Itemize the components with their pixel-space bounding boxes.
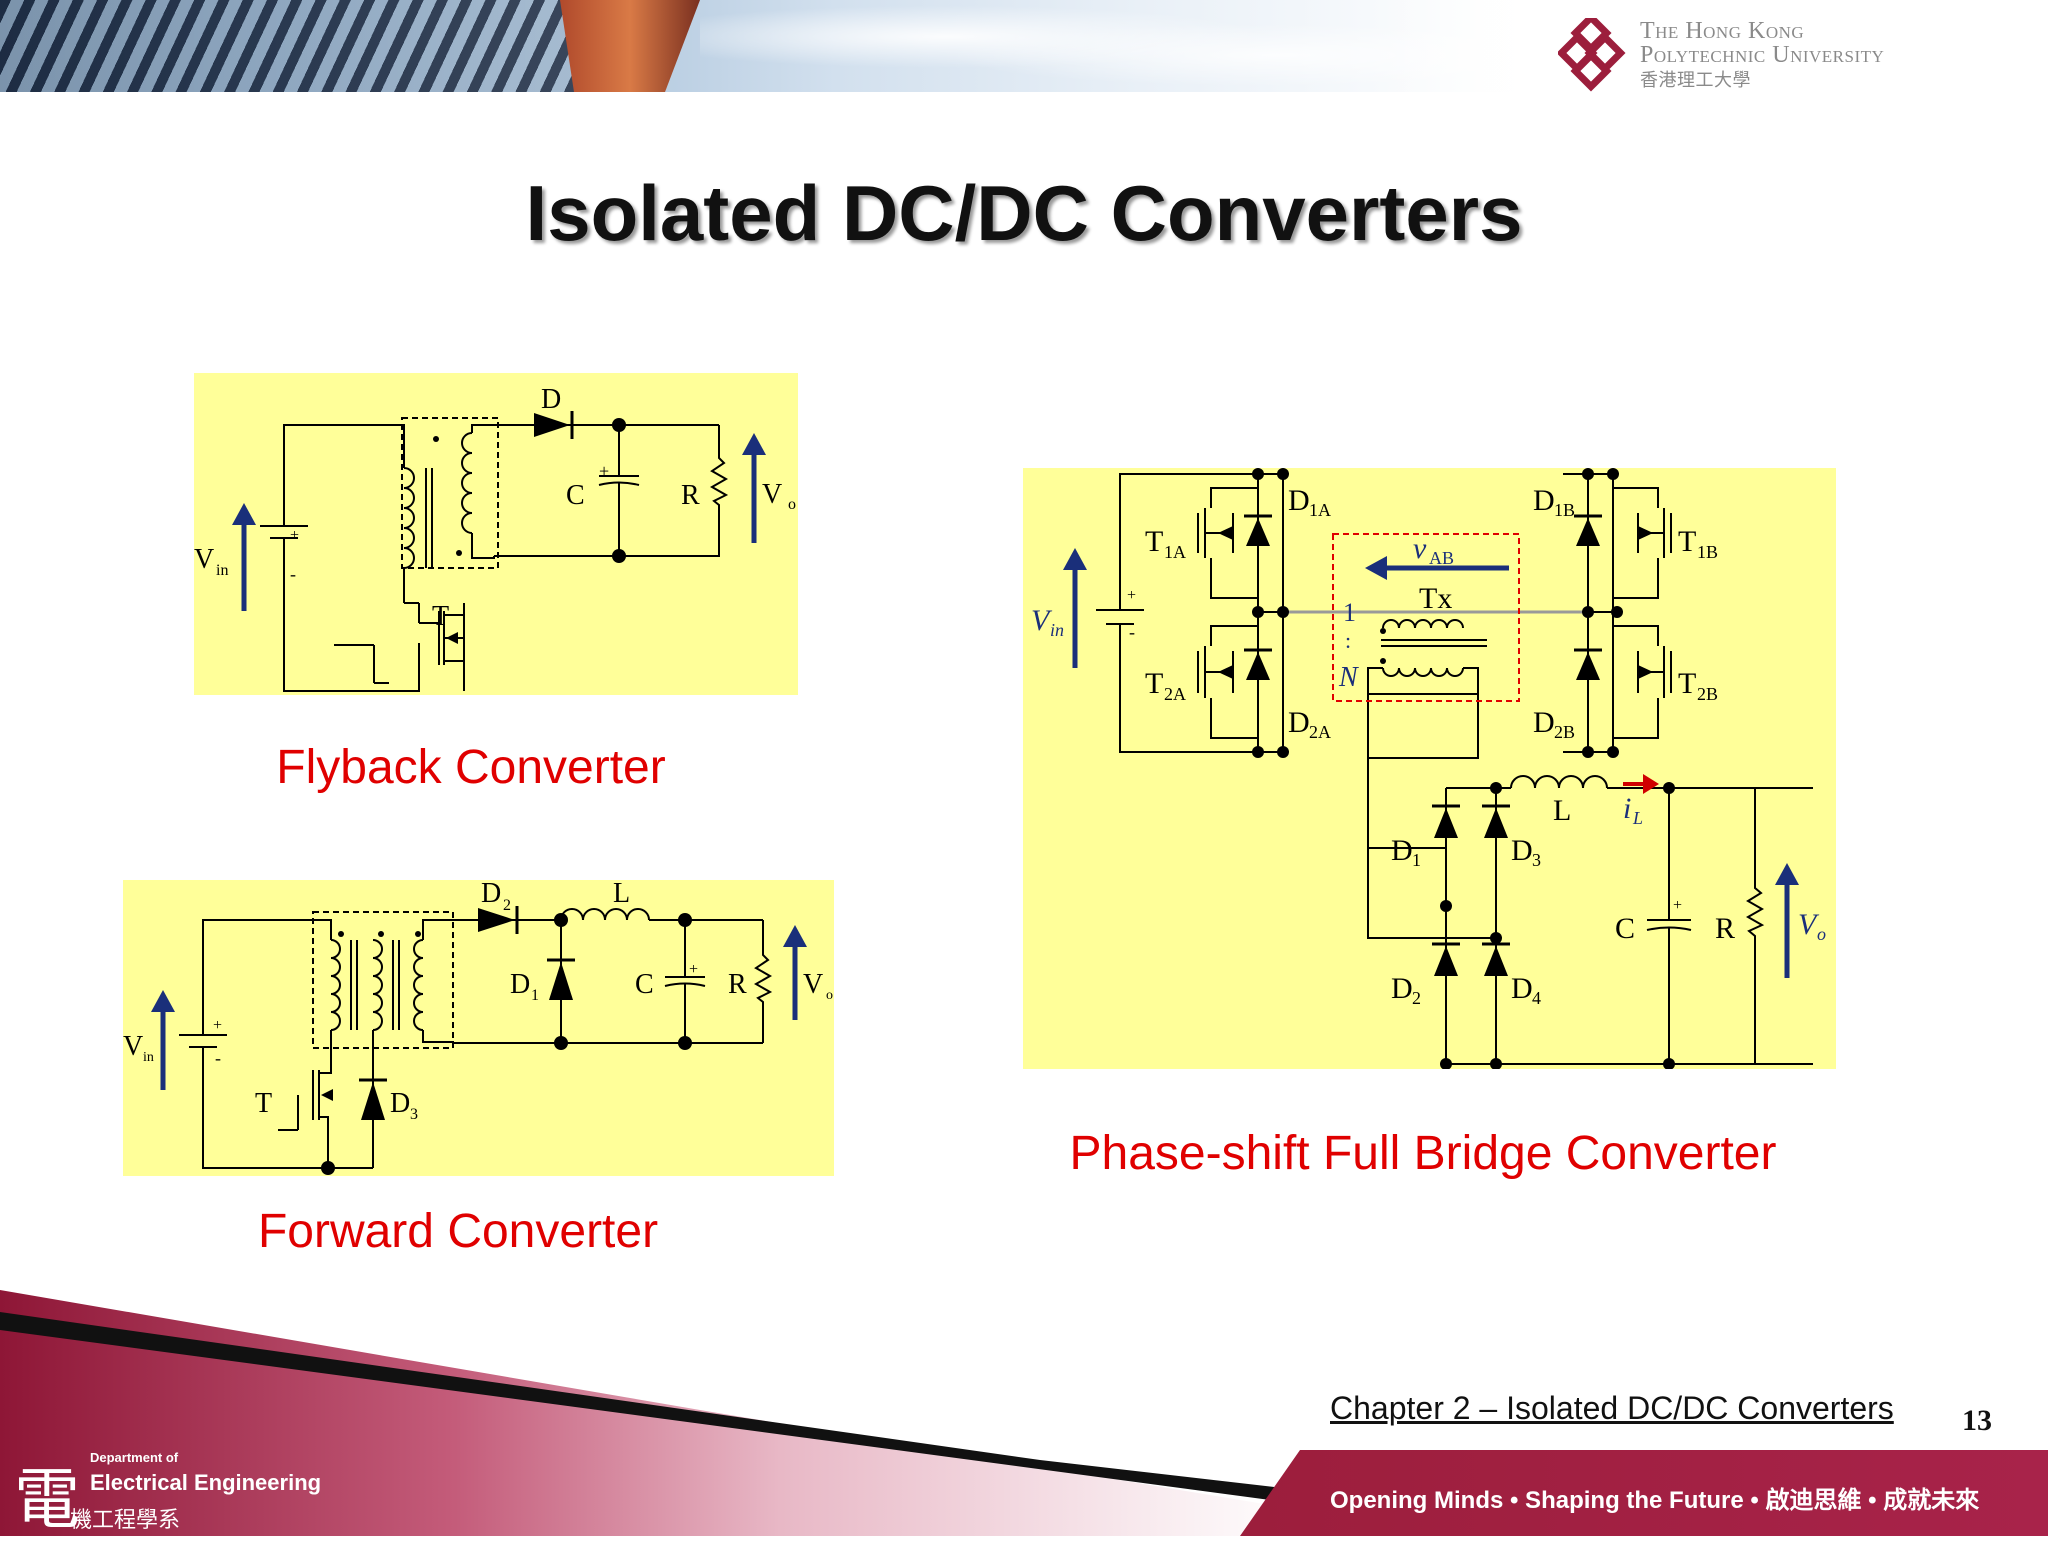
psfb-label-d2-sub: 2 <box>1412 988 1421 1008</box>
university-name-chinese: 香港理工大學 <box>1640 70 1751 90</box>
psfb-circuit-diagram: D 1A D 1B T 1A T 1B T 2A T 2B D 2A D 2B … <box>1023 468 1836 1069</box>
header-fade <box>1380 0 2048 92</box>
forward-label-d1-sub: 1 <box>531 987 539 1004</box>
forward-label-l: L <box>613 880 630 909</box>
forward-label-c: C <box>635 969 654 1000</box>
psfb-label-vab-sub: AB <box>1429 548 1454 568</box>
psfb-label-c: C <box>1615 912 1635 945</box>
psfb-label-il-sub: L <box>1632 808 1643 828</box>
psfb-label-d3-sub: 3 <box>1532 850 1541 870</box>
psfb-label-vin-sub: in <box>1050 620 1064 640</box>
forward-label-d2: D <box>481 880 501 909</box>
forward-label-vo-sub: o <box>826 988 833 1003</box>
department-label-small: Department of <box>90 1450 179 1465</box>
forward-label-d2-sub: 2 <box>503 897 511 914</box>
flyback-label-plus: + <box>599 461 609 481</box>
forward-label-d1: D <box>510 969 530 1000</box>
psfb-label-t2a: T <box>1145 667 1163 700</box>
psfb-label-t1a: T <box>1145 525 1163 558</box>
forward-label-vin: V <box>123 1031 143 1062</box>
forward-label-t: T <box>255 1088 272 1119</box>
psfb-label-d4: D <box>1511 972 1533 1005</box>
psfb-label-battery-plus: + <box>1127 587 1136 604</box>
psfb-label-t2a-sub: 2A <box>1164 684 1186 704</box>
flyback-label-vin-sub: in <box>216 562 228 579</box>
psfb-label-r: R <box>1715 912 1735 945</box>
psfb-label-ratio-1: 1 <box>1343 598 1356 627</box>
psfb-label-vin: V <box>1031 604 1053 637</box>
psfb-label-d4-sub: 4 <box>1532 988 1541 1008</box>
forward-label-d3-sub: 3 <box>410 1106 418 1123</box>
flyback-label-c: C <box>566 480 585 511</box>
psfb-caption: Phase-shift Full Bridge Converter <box>1069 1127 1777 1180</box>
psfb-label-d1a: D <box>1288 484 1310 517</box>
forward-label-r: R <box>728 969 747 1000</box>
flyback-label-d: D <box>541 384 561 415</box>
psfb-label-tx: Tx <box>1419 582 1452 615</box>
psfb-label-l: L <box>1553 794 1571 827</box>
building-facade-image <box>560 0 700 92</box>
psfb-label-d1b-sub: 1B <box>1554 500 1575 520</box>
flyback-label-t: T <box>432 601 449 632</box>
psfb-label-d2: D <box>1391 972 1413 1005</box>
flyback-label-battery-minus: - <box>290 564 296 584</box>
forward-label-vin-sub: in <box>143 1050 154 1065</box>
psfb-label-d3: D <box>1511 834 1533 867</box>
forward-label-battery-minus: - <box>215 1048 221 1068</box>
psfb-label-ratio-n: N <box>1338 662 1359 693</box>
psfb-label-d1: D <box>1391 834 1413 867</box>
psfb-label-d1-sub: 1 <box>1412 850 1421 870</box>
university-name-line2: Polytechnic University <box>1640 42 1885 68</box>
flyback-caption: Flyback Converter <box>276 741 666 794</box>
psfb-label-t2b-sub: 2B <box>1697 684 1718 704</box>
flyback-label-battery-plus: + <box>290 527 299 544</box>
department-name-chinese: 機工程學系 <box>70 1507 181 1532</box>
university-name-line1: The Hong Kong <box>1640 18 1805 44</box>
psfb-label-t1b: T <box>1678 525 1696 558</box>
chapter-link[interactable]: Chapter 2 – Isolated DC/DC Converters <box>1330 1390 1894 1426</box>
footer-decoration <box>0 1290 2048 1536</box>
psfb-label-plus: + <box>1673 897 1682 914</box>
psfb-label-vo-sub: o <box>1817 924 1826 944</box>
psfb-label-d2a-sub: 2A <box>1309 722 1331 742</box>
forward-label-battery-plus: + <box>213 1017 222 1034</box>
psfb-label-vo: V <box>1798 908 1820 941</box>
flyback-label-vo-sub: o <box>788 496 796 513</box>
forward-caption: Forward Converter <box>257 1205 659 1258</box>
psfb-label-d2b-sub: 2B <box>1554 722 1575 742</box>
header-banner <box>0 0 1520 92</box>
department-logo-icon: 電 <box>14 1461 80 1538</box>
forward-label-d3: D <box>390 1088 410 1119</box>
slide-title: Isolated DC/DC Converters <box>525 169 1523 257</box>
forward-label-plus: + <box>689 961 698 978</box>
department-name: Electrical Engineering <box>90 1470 322 1495</box>
psfb-label-vab: v <box>1413 532 1427 565</box>
flyback-label-r: R <box>681 480 700 511</box>
psfb-label-d1b: D <box>1533 484 1555 517</box>
flyback-circuit-diagram: D C + R V o V in + - T <box>194 373 798 695</box>
psfb-label-d2a: D <box>1288 706 1310 739</box>
forward-circuit-diagram: D 2 L D 1 C + R V o V in + - T D 3 <box>123 880 834 1176</box>
psfb-label-t1a-sub: 1A <box>1164 542 1186 562</box>
forward-label-vo: V <box>803 969 823 1000</box>
psfb-label-d2b: D <box>1533 706 1555 739</box>
polyu-logo-icon <box>1558 18 1626 92</box>
psfb-label-t2b: T <box>1678 667 1696 700</box>
psfb-label-t1b-sub: 1B <box>1697 542 1718 562</box>
page-number: 13 <box>1962 1404 1992 1437</box>
flyback-label-vin: V <box>194 544 214 575</box>
psfb-label-il: i <box>1623 792 1631 825</box>
psfb-label-battery-minus: - <box>1129 622 1135 642</box>
footer-motto: Opening Minds • Shaping the Future • 啟迪思… <box>1330 1487 1980 1514</box>
psfb-label-ratio-colon: : <box>1345 628 1351 653</box>
flyback-label-vo: V <box>762 479 782 510</box>
psfb-label-d1a-sub: 1A <box>1309 500 1331 520</box>
